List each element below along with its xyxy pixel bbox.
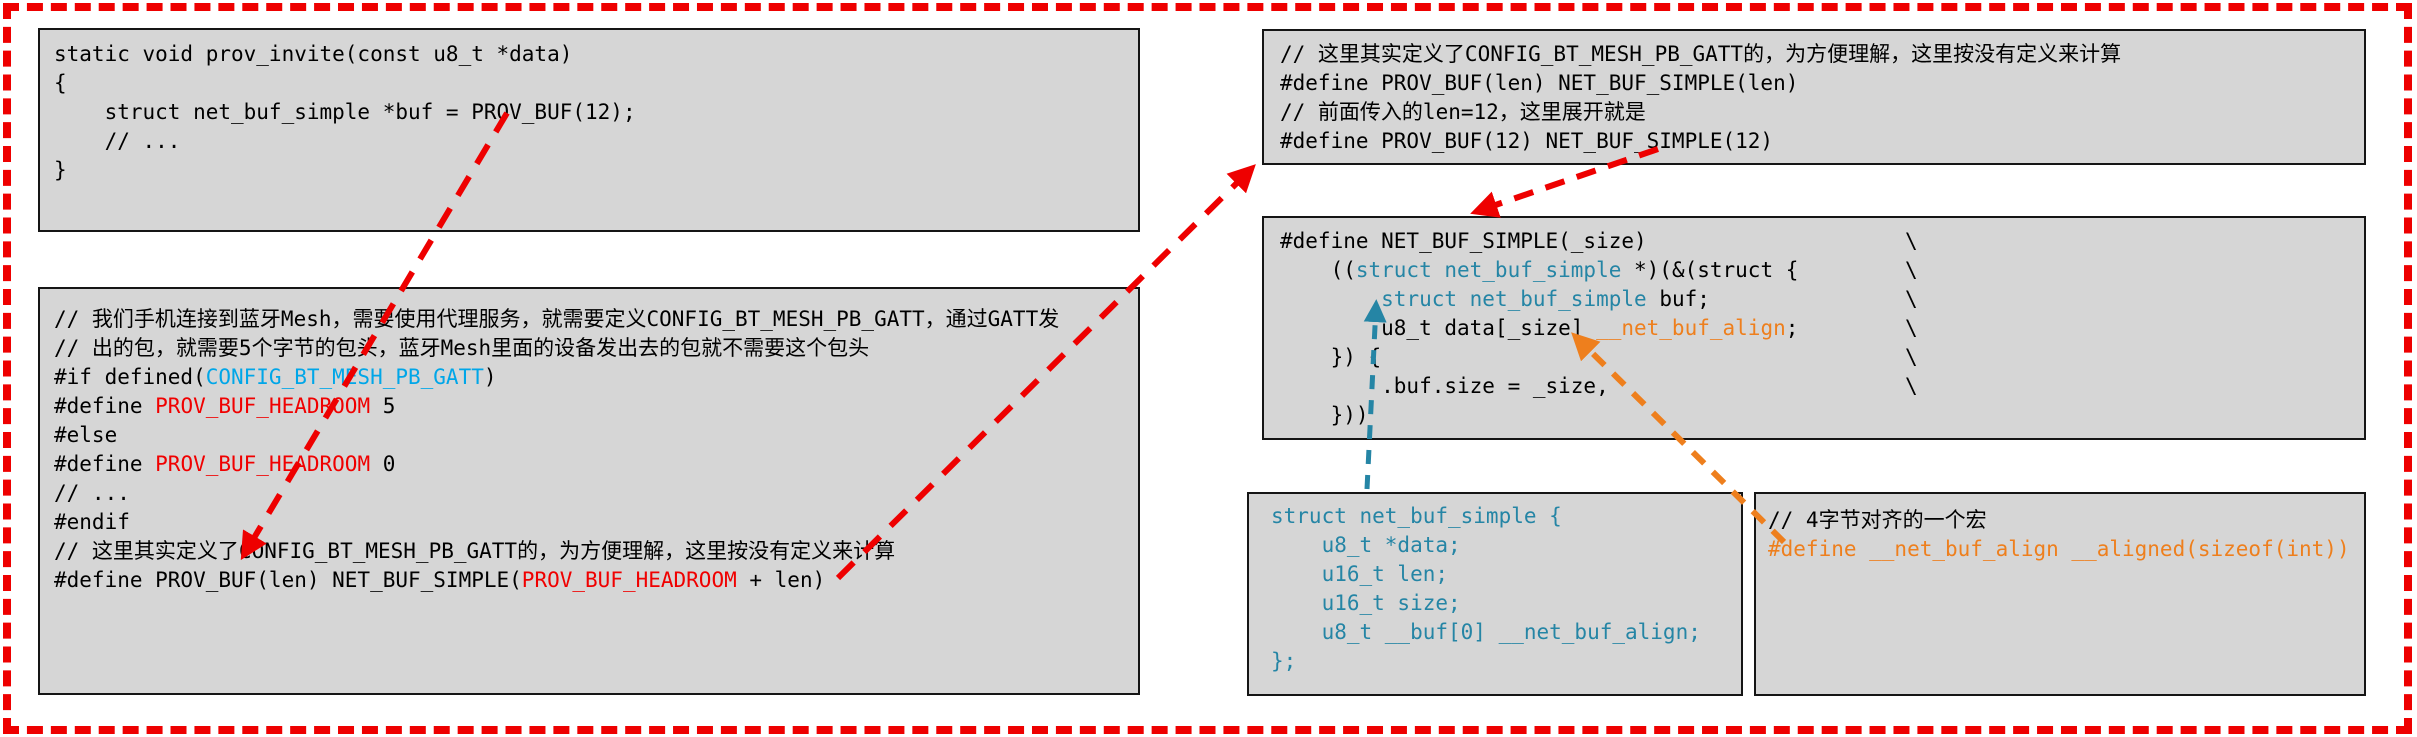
line-continuation-backslash: \ (1905, 287, 1918, 311)
code-line: #define PROV_BUF_HEADROOM 0 (54, 452, 396, 476)
code-line: })) (1280, 403, 1369, 427)
code-line: u16_t len; (1271, 562, 1449, 586)
code-line: u16_t size; (1271, 591, 1461, 615)
line-continuation-backslash: \ (1905, 229, 1918, 253)
code-line: static void prov_invite(const u8_t *data… (54, 42, 573, 66)
code-line: u8_t data[_size] __net_buf_align;\ (1280, 314, 2364, 343)
code-line: // 出的包，就需要5个字节的包头，蓝牙Mesh里面的设备发出去的包就不需要这个… (54, 336, 870, 360)
code-line: // 4字节对齐的一个宏 (1768, 508, 1987, 532)
line-continuation-backslash: \ (1905, 316, 1918, 340)
code-line: #else (54, 423, 118, 447)
code-line: #define __net_buf_align __aligned(sizeof… (1768, 537, 2350, 561)
code-box-prov-buf-headroom-macros: // 我们手机连接到蓝牙Mesh，需要使用代理服务，就需要定义CONFIG_BT… (38, 287, 1140, 695)
code-line: // ... (54, 481, 130, 505)
line-continuation-backslash: \ (1905, 374, 1918, 398)
code-box-net-buf-simple-struct: struct net_buf_simple { u8_t *data; u16_… (1247, 492, 1743, 696)
line-continuation-backslash: \ (1905, 345, 1918, 369)
code-line: // 这里其实定义了CONFIG_BT_MESH_PB_GATT的，为方便理解，… (54, 539, 896, 563)
code-line: #define PROV_BUF(len) NET_BUF_SIMPLE(len… (1280, 71, 1799, 95)
code-box-prov-buf-expansion: // 这里其实定义了CONFIG_BT_MESH_PB_GATT的，为方便理解，… (1262, 29, 2366, 165)
code-line: // 这里其实定义了CONFIG_BT_MESH_PB_GATT的，为方便理解，… (1280, 42, 2122, 66)
code-line: struct net_buf_simple *buf = PROV_BUF(12… (54, 100, 636, 124)
code-line: #define PROV_BUF(12) NET_BUF_SIMPLE(12) (1280, 129, 1774, 153)
line-continuation-backslash: \ (1905, 258, 1918, 282)
code-line: u8_t *data; (1271, 533, 1461, 557)
code-line: .buf.size = _size,\ (1280, 372, 2364, 401)
code-line: #define PROV_BUF_HEADROOM 5 (54, 394, 396, 418)
code-line: }; (1271, 649, 1297, 673)
code-line: u8_t __buf[0] __net_buf_align; (1271, 620, 1701, 644)
code-line: // 我们手机连接到蓝牙Mesh，需要使用代理服务，就需要定义CONFIG_BT… (54, 307, 1060, 331)
code-line: #define PROV_BUF(len) NET_BUF_SIMPLE(PRO… (54, 568, 826, 592)
code-line: #define NET_BUF_SIMPLE(_size)\ (1280, 227, 2364, 256)
code-box-net-buf-simple-macro: #define NET_BUF_SIMPLE(_size)\ ((struct … (1262, 216, 2366, 440)
code-line: }) {\ (1280, 343, 2364, 372)
code-line: // ... (54, 129, 181, 153)
code-line: ((struct net_buf_simple *)(&(struct {\ (1280, 256, 2364, 285)
code-box-net-buf-align-macro: // 4字节对齐的一个宏 #define __net_buf_align __al… (1754, 492, 2366, 696)
code-line: struct net_buf_simple { (1271, 504, 1562, 528)
code-line: { (54, 71, 67, 95)
code-line: } (54, 158, 67, 182)
code-box-prov-invite: static void prov_invite(const u8_t *data… (38, 28, 1140, 232)
code-line: struct net_buf_simple buf;\ (1280, 285, 2364, 314)
code-line: #if defined(CONFIG_BT_MESH_PB_GATT) (54, 365, 497, 389)
code-line: #endif (54, 510, 130, 534)
code-line: // 前面传入的len=12，这里展开就是 (1280, 100, 1646, 124)
